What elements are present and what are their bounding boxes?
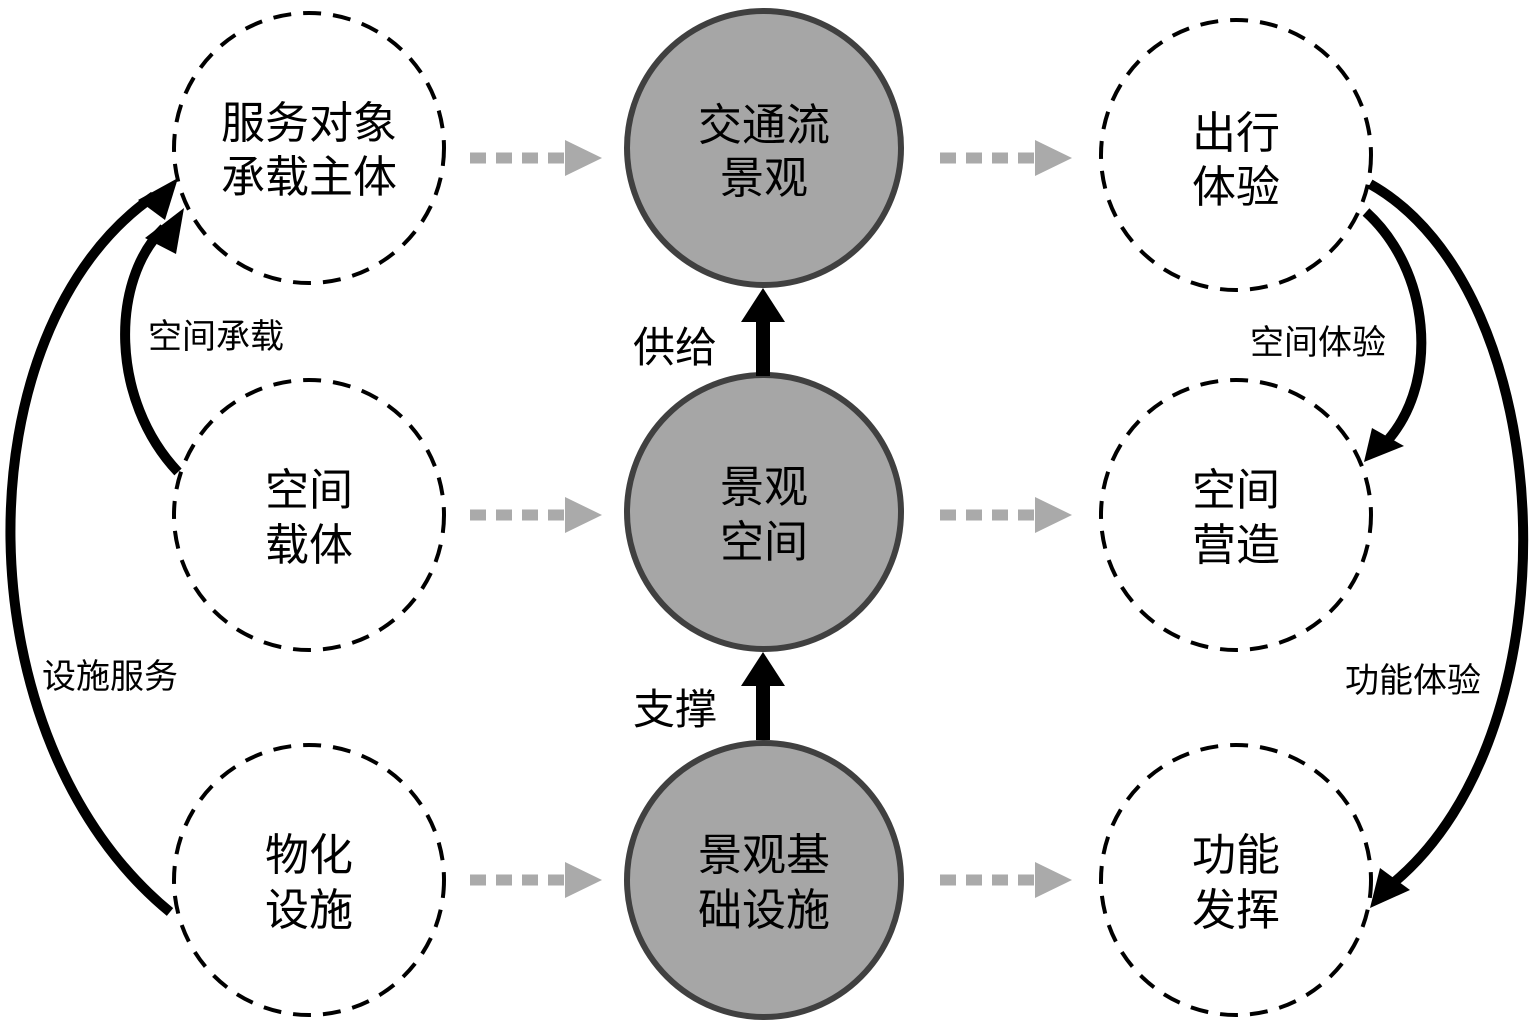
function-experience-arrow	[1367, 179, 1529, 908]
node-texts: 服务对象 承载主体 空间 载体 物化 设施 交通流 景观 景观 空间 景观基 础…	[221, 98, 1280, 936]
center-bot-line-2: 础设施	[698, 885, 830, 936]
flow-arrow	[940, 140, 1072, 176]
left-bot-line-2: 设施	[265, 885, 353, 936]
right-mid-line-1: 空间	[1192, 465, 1280, 516]
left-mid-line-2: 载体	[265, 520, 353, 571]
left-mid-line-1: 空间	[265, 465, 353, 516]
node-center-bot	[624, 740, 904, 1020]
right-bot-line-1: 功能	[1192, 830, 1280, 881]
node-left-top	[172, 11, 446, 285]
support-arrow	[741, 652, 785, 740]
support-label: 支撑	[633, 685, 717, 734]
right-top-line-1: 出行	[1192, 108, 1280, 159]
supply-label: 供给	[633, 323, 717, 372]
flow-arrow	[940, 862, 1072, 898]
facility-service-label: 设施服务	[42, 657, 178, 697]
flow-arrow	[470, 862, 602, 898]
node-left-mid	[172, 378, 446, 652]
right-bot-line-2: 发挥	[1192, 885, 1280, 936]
function-experience-label: 功能体验	[1345, 661, 1481, 701]
center-mid-line-1: 景观	[720, 462, 808, 513]
space-experience-label: 空间体验	[1250, 323, 1386, 363]
node-left-bot	[172, 743, 446, 1017]
space-carry-label: 空间承载	[148, 317, 284, 357]
space-carry-arrow	[120, 208, 184, 476]
supply-arrow	[741, 288, 785, 376]
right-mid-line-2: 营造	[1192, 520, 1280, 571]
space-experience-arrow	[1362, 208, 1427, 462]
flow-arrow	[940, 497, 1072, 533]
right-top-line-2: 体验	[1192, 162, 1280, 213]
center-top-line-1: 交通流	[698, 100, 830, 151]
center-top-line-2: 景观	[720, 153, 808, 204]
center-bot-line-1: 景观基	[698, 830, 830, 881]
node-right-top	[1099, 18, 1373, 292]
left-top-line-1: 服务对象	[221, 98, 397, 149]
flow-arrow	[470, 497, 602, 533]
facility-service-arrow	[5, 178, 178, 916]
left-top-line-2: 承载主体	[221, 152, 397, 203]
flow-arrows	[470, 140, 1072, 898]
node-center-top	[624, 8, 904, 288]
flow-arrow	[470, 140, 602, 176]
left-bot-line-1: 物化	[265, 830, 353, 881]
center-mid-line-2: 空间	[720, 517, 808, 568]
node-right-mid	[1099, 378, 1373, 652]
node-right-bot	[1099, 743, 1373, 1017]
